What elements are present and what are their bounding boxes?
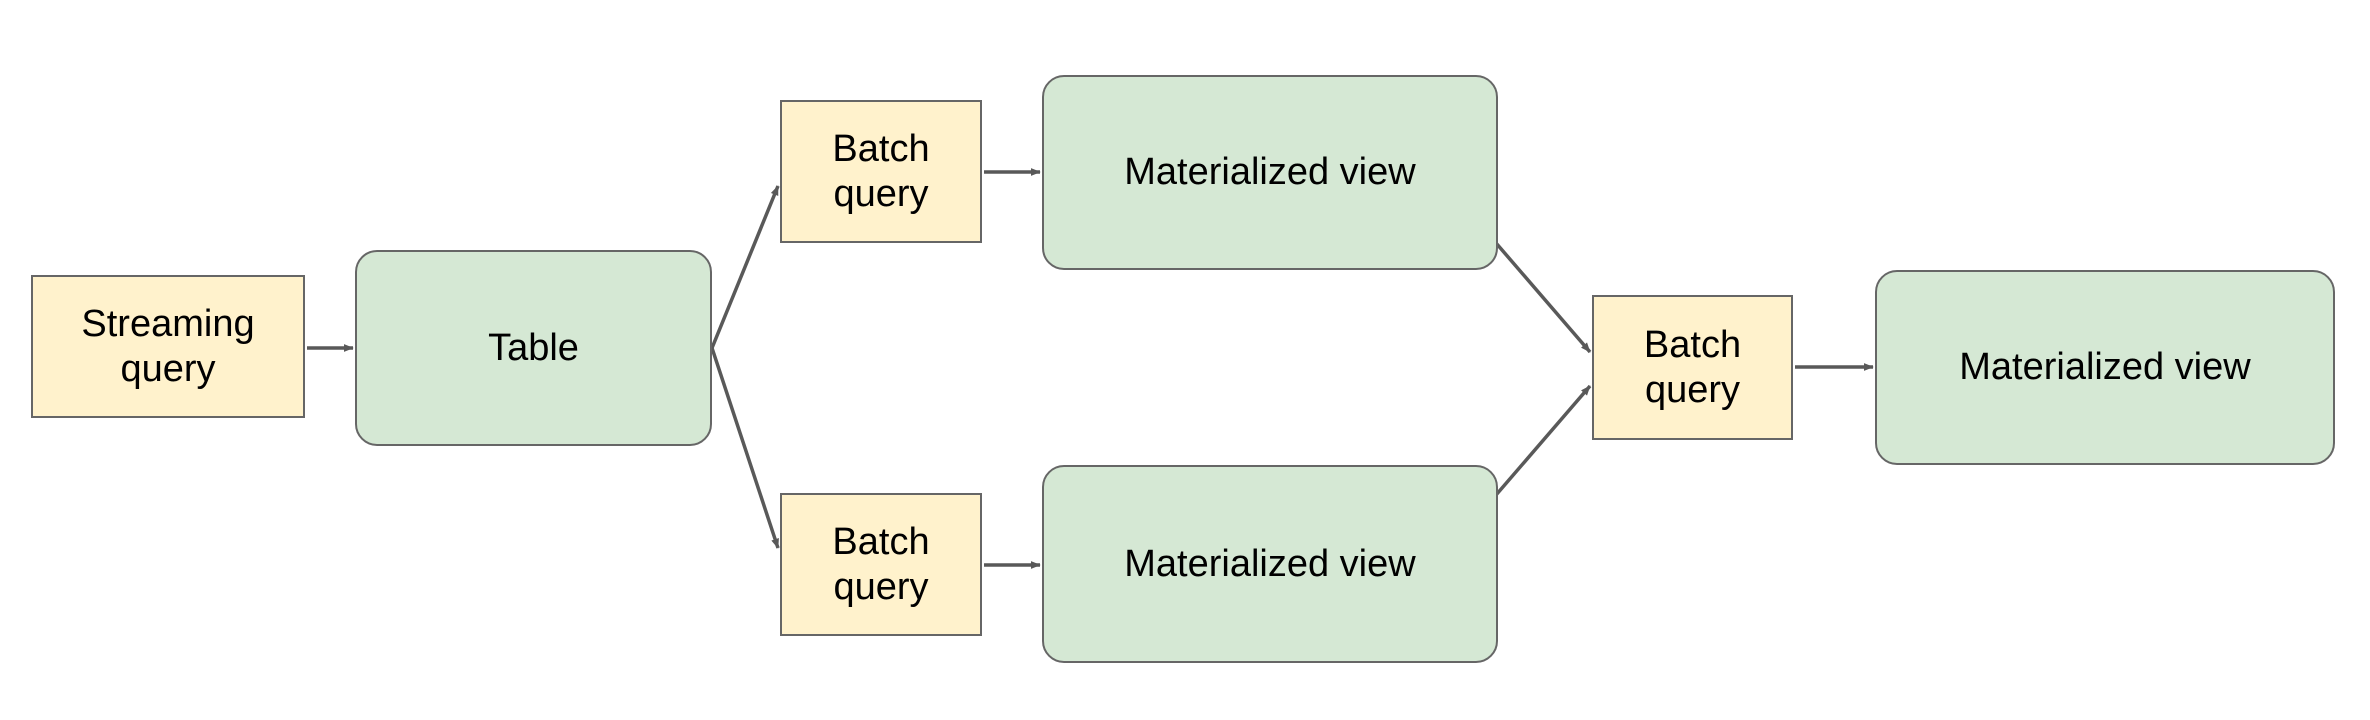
edge-table-to-batch-bottom [710,347,780,549]
node-label-batch-query-top: Batch query [832,127,930,215]
node-batch-query-top[interactable]: Batch query [780,100,982,243]
node-table[interactable]: Table [355,250,712,446]
node-batch-query-bottom[interactable]: Batch query [780,493,982,636]
edge-view-bottom-to-batch-right [1494,384,1592,497]
node-materialized-view-right[interactable]: Materialized view [1875,270,2335,465]
edge-table-to-batch-top [710,185,780,349]
node-batch-query-right[interactable]: Batch query [1592,295,1793,440]
node-label-materialized-view-top: Materialized view [1124,151,1416,194]
edge-view-top-to-batch-right [1494,241,1592,354]
node-materialized-view-top[interactable]: Materialized view [1042,75,1498,270]
node-label-materialized-view-bottom: Materialized view [1124,542,1416,585]
node-label-batch-query-right: Batch query [1643,323,1742,411]
node-streaming-query[interactable]: Streaming query [31,275,305,418]
node-label-table: Table [488,326,579,369]
node-label-batch-query-bottom: Batch query [832,520,930,608]
node-label-streaming-query: Streaming query [81,302,255,390]
node-label-materialized-view-right: Materialized view [1959,346,2251,389]
node-materialized-view-bottom[interactable]: Materialized view [1042,465,1498,663]
